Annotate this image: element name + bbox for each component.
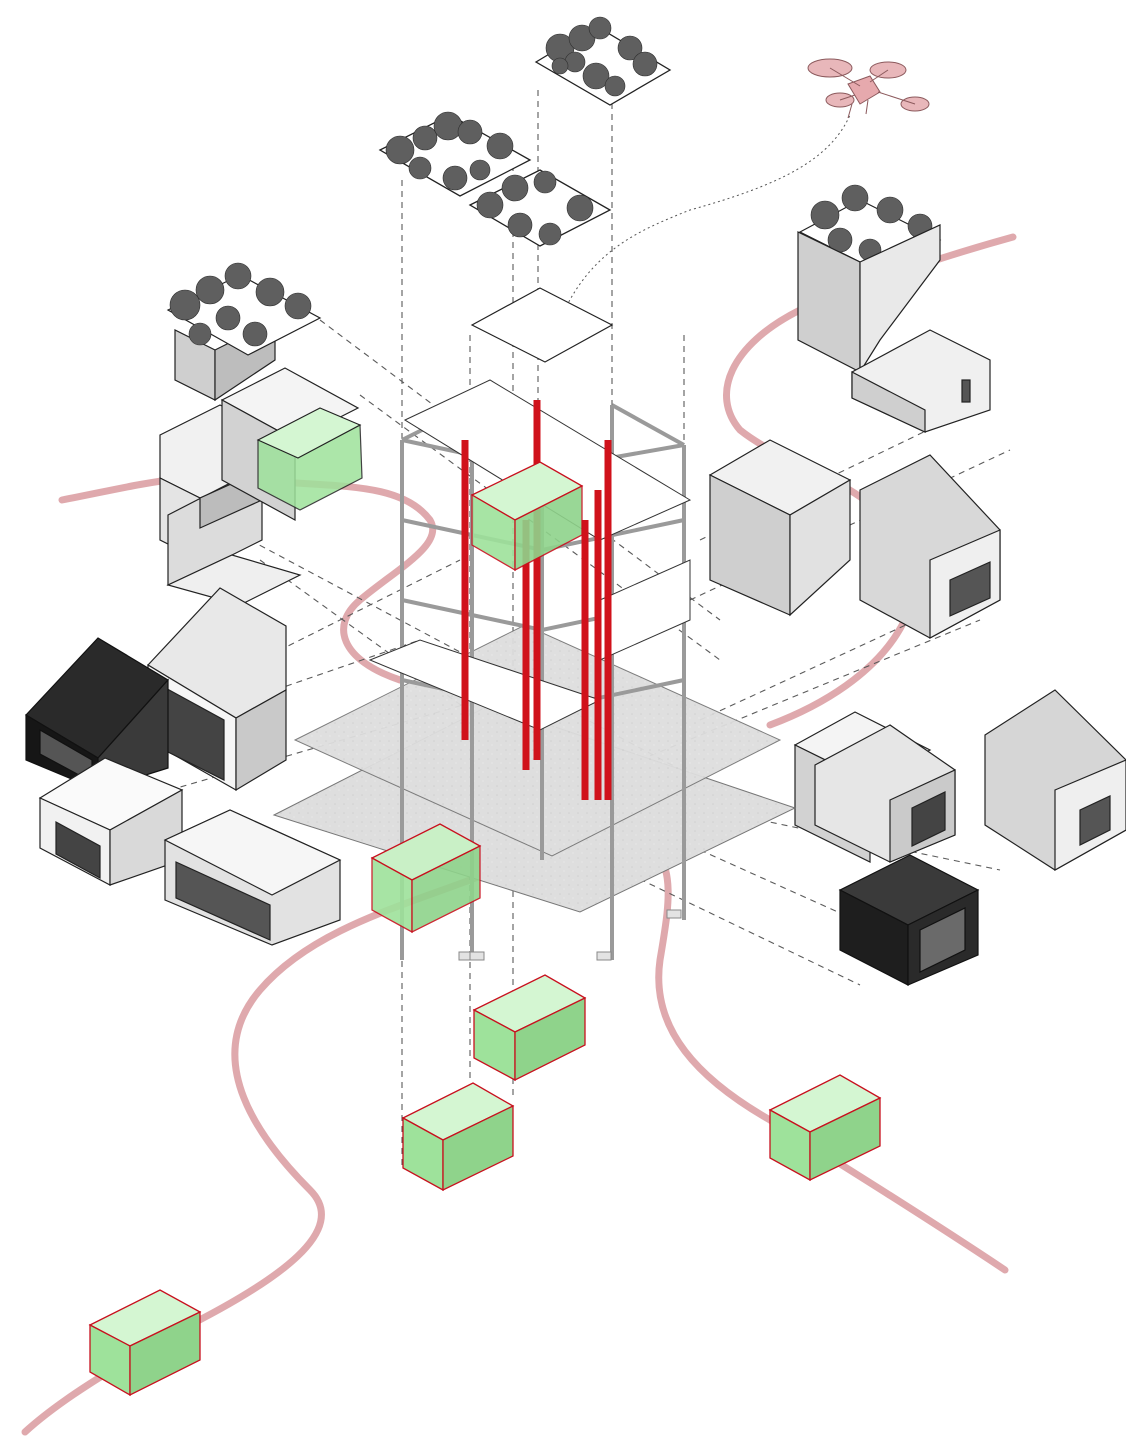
pod-far-left	[90, 1290, 200, 1395]
building-right-far	[985, 690, 1126, 870]
building-right-house	[860, 455, 1000, 638]
column-bases	[459, 910, 681, 960]
building-right-dark	[840, 855, 978, 985]
building-left-roof	[148, 588, 286, 790]
pod-low	[403, 1083, 513, 1190]
tree-planter-mid-upper	[470, 170, 610, 246]
pod-right	[770, 1075, 880, 1180]
pod-mid	[474, 975, 585, 1080]
tower-roof	[472, 288, 612, 362]
building-right-cube	[710, 440, 850, 615]
tree-planter-top	[536, 17, 670, 105]
building-left-low	[40, 758, 340, 945]
pod-tower	[472, 462, 582, 570]
building-right-tower	[798, 225, 990, 432]
drone	[808, 59, 929, 118]
building-right-stack	[795, 712, 955, 862]
